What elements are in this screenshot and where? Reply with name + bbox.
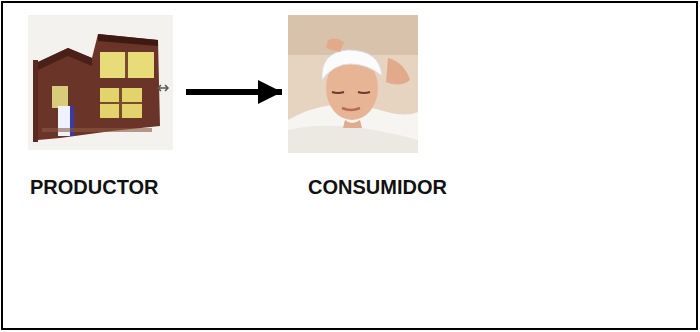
spa-photo — [288, 15, 418, 153]
frame-border — [2, 2, 697, 329]
house-illustration — [28, 15, 173, 150]
illustration-node: CONSUMIDOR — [282, 12, 456, 199]
flow-arrow — [186, 89, 282, 95]
node-label: PRODUCTOR — [30, 175, 186, 199]
node-label: CONSUMIDOR — [308, 175, 456, 199]
illustration-node: PRODUCTOR — [22, 12, 186, 199]
